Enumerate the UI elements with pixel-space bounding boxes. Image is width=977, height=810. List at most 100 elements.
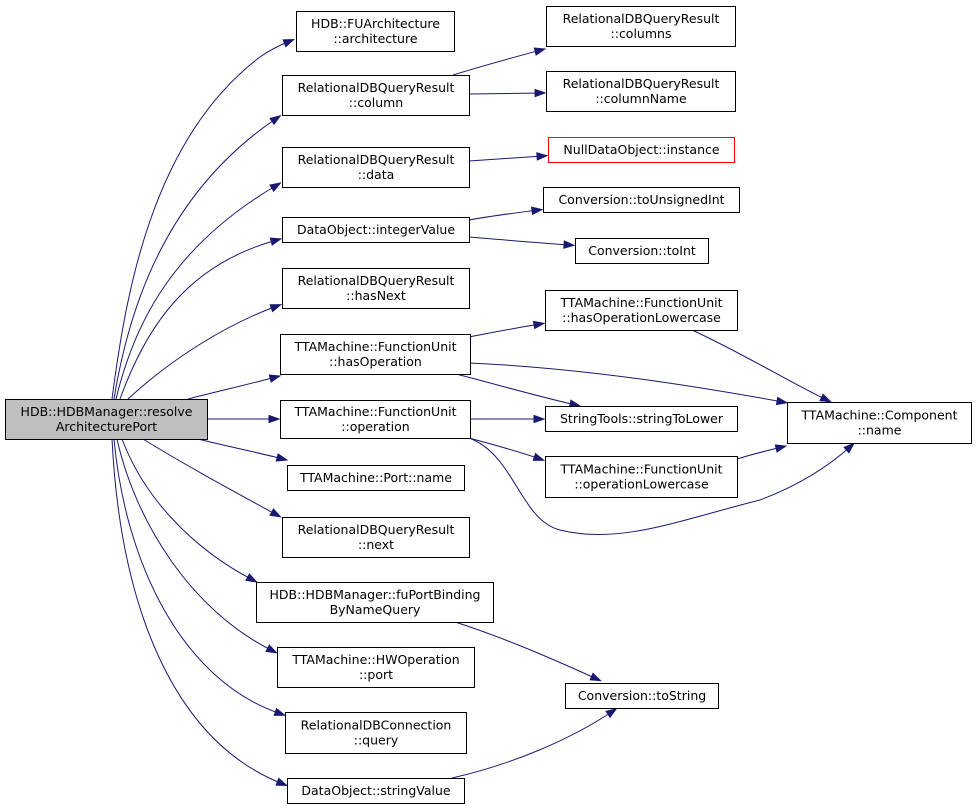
edge-root-to-data-object-string-value: [111, 438, 289, 787]
edge-rdbqr-column-to-rdbqr-column-name: [468, 88, 547, 98]
edge-fu-has-operation-lowercase-to-component-name: [691, 329, 832, 403]
arrowhead: [282, 38, 296, 48]
node-label-line: HDB::FUArchitecture: [311, 16, 440, 31]
node-conversion-to-int[interactable]: Conversion::toInt: [575, 238, 709, 264]
node-label-line: StringTools::stringToLower: [560, 411, 724, 426]
edge-root-to-fu-architecture: [111, 38, 296, 400]
arrowhead: [269, 304, 283, 313]
edge-root-to-rdbqr-next: [142, 438, 282, 518]
node-string-tools-to-lower[interactable]: StringTools::stringToLower: [545, 406, 738, 432]
arrowhead: [534, 88, 547, 98]
arrowhead: [605, 707, 618, 719]
node-fu-architecture[interactable]: HDB::FUArchitecture::architecture: [296, 11, 455, 52]
node-rdbqr-column[interactable]: RelationalDBQueryResult::column: [282, 75, 470, 116]
edge-data-object-integer-value-to-conversion-to-unsigned-int: [468, 206, 544, 221]
node-label-line: Conversion::toInt: [588, 243, 696, 258]
node-label-line: ByNameQuery: [330, 602, 421, 617]
node-label-line: TTAMachine::HWOperation: [291, 652, 459, 667]
node-rdbqr-column-name[interactable]: RelationalDBQueryResult::columnName: [546, 71, 736, 112]
node-fu-operation[interactable]: TTAMachine::FunctionUnit::operation: [280, 400, 471, 439]
node-label-line: ::columnName: [595, 91, 687, 106]
node-label-line: RelationalDBQueryResult: [298, 273, 455, 288]
node-conversion-to-string[interactable]: Conversion::toString: [565, 683, 719, 709]
node-label-line: ::name: [858, 423, 902, 438]
arrowhead: [268, 414, 281, 424]
arrowhead: [268, 374, 282, 383]
arrowhead: [269, 114, 282, 126]
edge-root-to-rdbqr-has-next: [127, 304, 283, 400]
arrowhead: [275, 777, 289, 787]
edge-root-to-hw-operation-port: [116, 438, 278, 654]
node-port-name[interactable]: TTAMachine::Port::name: [287, 465, 465, 491]
node-rdb-connection-query[interactable]: RelationalDBConnection::query: [285, 712, 467, 754]
node-label-line: TTAMachine::FunctionUnit: [560, 462, 723, 477]
arrowhead: [275, 453, 289, 462]
edge-root-to-rdbqr-column: [113, 114, 282, 400]
node-rdbqr-has-next[interactable]: RelationalDBQueryResult::hasNext: [282, 268, 470, 309]
arrowhead: [775, 396, 789, 406]
node-label-line: RelationalDBQueryResult: [298, 80, 455, 95]
node-label-line: ::hasOperationLowercase: [562, 310, 721, 325]
edge-rdbqr-column-to-rdbqr-columns: [452, 47, 547, 76]
node-label-line: ::column: [349, 95, 403, 110]
node-label-line: RelationalDBQueryResult: [298, 152, 455, 167]
node-label-line: TTAMachine::Component: [801, 408, 958, 423]
node-rdbqr-columns[interactable]: RelationalDBQueryResult::columns: [546, 6, 736, 47]
arrowhead: [265, 644, 278, 654]
arrowhead: [774, 444, 788, 453]
edge-fu-operation-to-fu-operation-lowercase: [468, 437, 546, 461]
arrowhead: [563, 240, 576, 249]
node-component-name[interactable]: TTAMachine::Component::name: [787, 402, 972, 444]
node-fu-has-operation[interactable]: TTAMachine::FunctionUnit::hasOperation: [280, 334, 471, 375]
node-label-line: ::columns: [611, 26, 672, 41]
node-label-line: TTAMachine::FunctionUnit: [294, 339, 457, 354]
node-label-line: ArchitecturePort: [56, 419, 157, 434]
arrowhead: [819, 393, 832, 403]
edge-fu-has-operation-to-component-name: [468, 362, 789, 406]
node-label-line: ::next: [358, 537, 394, 552]
edge-root-to-fu-has-operation: [187, 374, 282, 400]
node-label-line: DataObject::stringValue: [301, 783, 450, 798]
node-label-line: Conversion::toUnsignedInt: [558, 192, 724, 207]
node-label-line: TTAMachine::Port::name: [299, 470, 452, 485]
node-rdbqr-data[interactable]: RelationalDBQueryResult::data: [282, 147, 470, 188]
node-data-object-integer-value[interactable]: DataObject::integerValue: [282, 217, 470, 243]
arrowhead: [843, 442, 856, 454]
node-rdbqr-next[interactable]: RelationalDBQueryResult::next: [282, 517, 470, 558]
node-null-data-object-instance[interactable]: NullDataObject::instance: [548, 137, 735, 163]
arrowhead: [536, 152, 549, 161]
node-conversion-to-unsigned-int[interactable]: Conversion::toUnsignedInt: [543, 187, 740, 213]
edge-root-to-port-name: [197, 438, 289, 462]
edge-fu-port-binding-query-to-conversion-to-string: [454, 621, 602, 682]
node-fu-port-binding-query[interactable]: HDB::HDBManager::fuPortBindingByNameQuer…: [256, 582, 494, 623]
node-fu-has-operation-lowercase[interactable]: TTAMachine::FunctionUnit::hasOperationLo…: [545, 290, 738, 331]
arrowhead: [533, 47, 547, 56]
node-label-line: HDB::HDBManager::resolve: [21, 404, 193, 419]
arrowhead: [532, 452, 546, 461]
edge-fu-operation-to-string-tools-to-lower: [469, 414, 546, 424]
edge-root-to-fu-operation: [207, 414, 281, 424]
arrowhead: [532, 320, 546, 330]
arrowhead: [269, 182, 282, 193]
node-label-line: ::port: [359, 667, 393, 682]
edge-data-object-integer-value-to-conversion-to-int: [468, 236, 576, 249]
node-label-line: ::operation: [341, 419, 409, 434]
node-fu-operation-lowercase[interactable]: TTAMachine::FunctionUnit::operationLower…: [545, 456, 738, 498]
arrowhead: [589, 672, 602, 682]
node-data-object-string-value[interactable]: DataObject::stringValue: [287, 778, 465, 804]
edge-root-to-rdb-connection-query: [113, 438, 287, 716]
node-label-line: NullDataObject::instance: [563, 142, 719, 157]
arrowhead: [533, 414, 546, 424]
edge-root-to-data-object-integer-value: [119, 237, 283, 400]
node-hw-operation-port[interactable]: TTAMachine::HWOperation::port: [277, 647, 475, 688]
node-label-line: ::query: [354, 733, 399, 748]
node-label-line: ::operationLowercase: [574, 477, 709, 492]
edge-fu-operation-to-component-name: [468, 437, 856, 536]
edge-root-to-rdbqr-data: [115, 182, 282, 400]
node-label-line: TTAMachine::FunctionUnit: [560, 295, 723, 310]
arrowhead: [245, 573, 258, 583]
edge-fu-operation-lowercase-to-component-name: [736, 444, 788, 460]
node-label-line: TTAMachine::FunctionUnit: [294, 404, 457, 419]
